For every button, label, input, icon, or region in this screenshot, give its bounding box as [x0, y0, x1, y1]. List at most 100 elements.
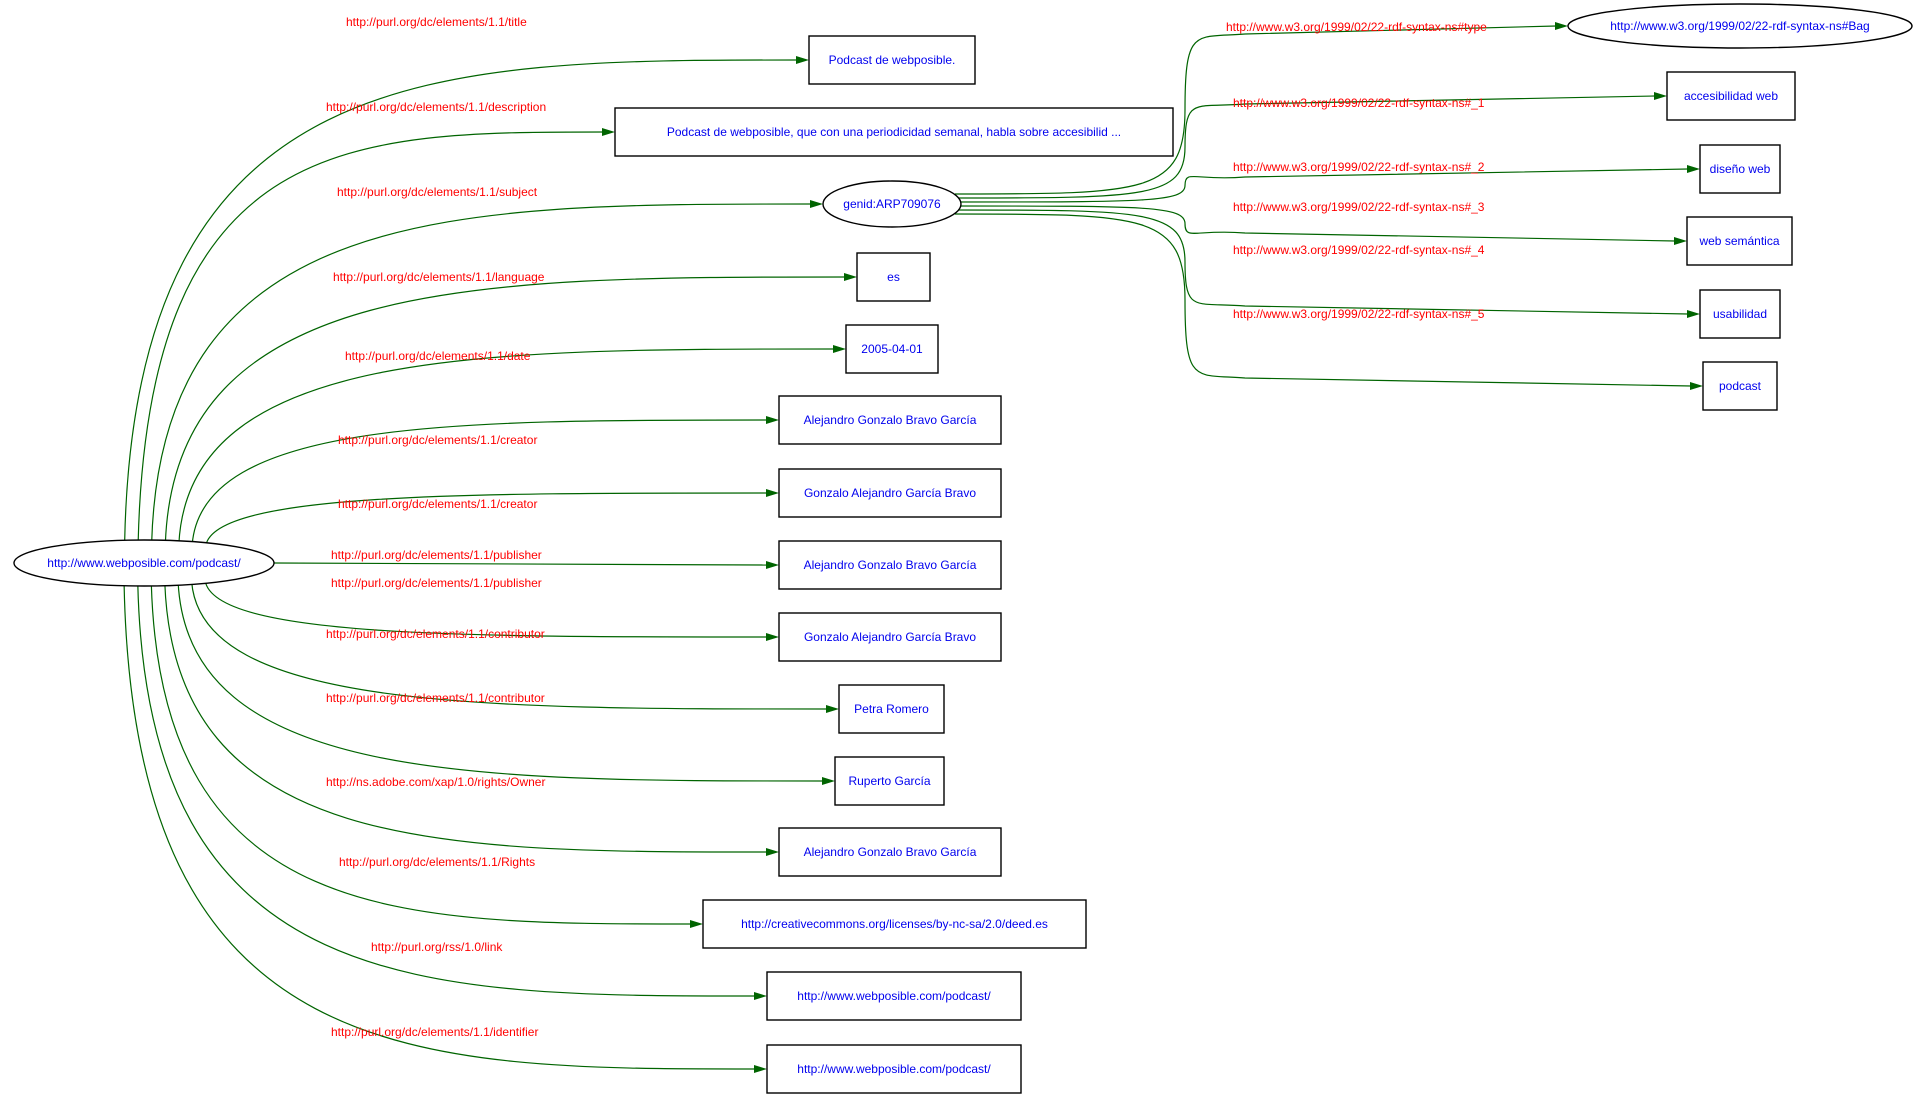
arrowhead-icon [690, 920, 703, 928]
edge-label: http://www.w3.org/1999/02/22-rdf-syntax-… [1233, 96, 1485, 110]
node-rights[interactable]: http://creativecommons.org/licenses/by-n… [702, 899, 1087, 949]
edge-root-owner: http://ns.adobe.com/xap/1.0/rights/Owner [164, 583, 779, 856]
node-label: Gonzalo Alejandro García Bravo [804, 630, 976, 644]
arrowhead-icon [844, 273, 857, 281]
node-label: Alejandro Gonzalo Bravo García [804, 413, 977, 427]
node-label: http://creativecommons.org/licenses/by-n… [741, 917, 1048, 931]
node-item3[interactable]: web semántica [1686, 216, 1793, 266]
edge-label: http://purl.org/dc/elements/1.1/creator [338, 497, 537, 511]
arrowhead-icon [1555, 22, 1568, 30]
edge-line [954, 213, 1692, 387]
node-label: Ruperto García [848, 774, 930, 788]
node-label: usabilidad [1713, 307, 1767, 321]
edge-label: http://ns.adobe.com/xap/1.0/rights/Owner [326, 775, 545, 789]
node-identifier[interactable]: http://www.webposible.com/podcast/ [766, 1044, 1022, 1094]
edge-root-identifier: http://purl.org/dc/elements/1.1/identifi… [123, 585, 767, 1073]
node-root[interactable]: http://www.webposible.com/podcast/ [13, 539, 275, 587]
node-label: 2005-04-01 [861, 342, 923, 356]
node-link[interactable]: http://www.webposible.com/podcast/ [766, 971, 1022, 1021]
edge-label: http://purl.org/dc/elements/1.1/identifi… [331, 1025, 538, 1039]
edge-label: http://www.w3.org/1999/02/22-rdf-syntax-… [1233, 200, 1485, 214]
edge-label: http://www.w3.org/1999/02/22-rdf-syntax-… [1233, 160, 1485, 174]
edge-line [124, 59, 798, 541]
node-label: Gonzalo Alejandro García Bravo [804, 486, 976, 500]
arrowhead-icon [602, 128, 615, 136]
node-label: diseño web [1710, 162, 1771, 176]
arrowhead-icon [810, 200, 823, 208]
arrowhead-icon [822, 777, 835, 785]
edge-line [151, 203, 812, 543]
node-ellipse [13, 539, 275, 587]
node-label: http://www.webposible.com/podcast/ [797, 989, 991, 1003]
edge-label: http://www.w3.org/1999/02/22-rdf-syntax-… [1233, 243, 1485, 257]
node-description[interactable]: Podcast de webposible, que con una perio… [614, 107, 1174, 157]
edge-line [954, 95, 1656, 199]
edge-root-publisher2: http://purl.org/dc/elements/1.1/publishe… [204, 576, 779, 641]
node-contributor1[interactable]: Petra Romero [838, 684, 945, 734]
node-contributor2[interactable]: Ruperto García [834, 756, 945, 806]
edge-line [123, 585, 756, 1070]
node-item4[interactable]: usabilidad [1699, 289, 1781, 339]
node-box [1699, 144, 1781, 194]
node-box [856, 252, 931, 302]
edge-root-date: http://purl.org/dc/elements/1.1/date [178, 345, 846, 544]
edge-root-language: http://purl.org/dc/elements/1.1/language [164, 270, 857, 543]
node-label: accesibilidad web [1684, 89, 1778, 103]
node-box [766, 1044, 1022, 1094]
edge-genid-item2: http://www.w3.org/1999/02/22-rdf-syntax-… [954, 160, 1700, 203]
node-item2[interactable]: diseño web [1699, 144, 1781, 194]
node-label: es [887, 270, 900, 284]
edge-line [954, 25, 1557, 195]
node-language[interactable]: es [856, 252, 931, 302]
edge-line [205, 492, 768, 546]
edge-label: http://purl.org/dc/elements/1.1/contribu… [326, 627, 545, 641]
node-item1[interactable]: accesibilidad web [1666, 71, 1796, 121]
node-box [766, 971, 1022, 1021]
node-bag[interactable]: http://www.w3.org/1999/02/22-rdf-syntax-… [1567, 3, 1913, 49]
edge-label: http://www.w3.org/1999/02/22-rdf-syntax-… [1226, 20, 1487, 34]
edge-line [137, 131, 604, 542]
node-label: Alejandro Gonzalo Bravo García [804, 845, 977, 859]
node-creator2[interactable]: Gonzalo Alejandro García Bravo [778, 468, 1002, 518]
edge-genid-item1: http://www.w3.org/1999/02/22-rdf-syntax-… [954, 92, 1667, 199]
node-box [614, 107, 1174, 157]
edge-line [177, 582, 824, 782]
edge-label: http://purl.org/dc/elements/1.1/language [333, 270, 545, 284]
arrowhead-icon [766, 848, 779, 856]
arrowhead-icon [826, 705, 839, 713]
edge-label: http://purl.org/dc/elements/1.1/Rights [339, 855, 535, 869]
edge-label: http://www.w3.org/1999/02/22-rdf-syntax-… [1233, 307, 1485, 321]
node-label: Podcast de webposible, que con una perio… [667, 125, 1121, 139]
edge-root-genid: http://purl.org/dc/elements/1.1/subject [151, 185, 823, 543]
edge-line [191, 419, 768, 545]
node-creator1[interactable]: Alejandro Gonzalo Bravo García [778, 395, 1002, 445]
edge-label: http://purl.org/dc/elements/1.1/subject [337, 185, 538, 199]
edge-label: http://purl.org/dc/elements/1.1/date [345, 349, 531, 363]
node-box [1686, 216, 1793, 266]
node-publisher1[interactable]: Alejandro Gonzalo Bravo García [778, 540, 1002, 590]
node-owner[interactable]: Alejandro Gonzalo Bravo García [778, 827, 1002, 877]
edge-genid-item5: http://www.w3.org/1999/02/22-rdf-syntax-… [954, 213, 1703, 390]
arrowhead-icon [754, 1065, 767, 1073]
arrowhead-icon [833, 345, 846, 353]
node-label: podcast [1719, 379, 1762, 393]
node-genid[interactable]: genid:ARP709076 [822, 180, 962, 228]
edge-root-creator1: http://purl.org/dc/elements/1.1/creator [191, 416, 779, 545]
node-date[interactable]: 2005-04-01 [845, 324, 939, 374]
arrowhead-icon [766, 561, 779, 569]
node-item5[interactable]: podcast [1702, 361, 1778, 411]
node-title[interactable]: Podcast de webposible. [808, 35, 976, 85]
node-box [778, 612, 1002, 662]
node-publisher2[interactable]: Gonzalo Alejandro García Bravo [778, 612, 1002, 662]
edge-line [954, 205, 1676, 242]
edge-label: http://purl.org/dc/elements/1.1/publishe… [331, 548, 542, 562]
edge-root-contributor2: http://purl.org/dc/elements/1.1/contribu… [177, 582, 835, 785]
node-label: http://www.webposible.com/podcast/ [797, 1062, 991, 1076]
node-label: Alejandro Gonzalo Bravo García [804, 558, 977, 572]
edge-line [954, 168, 1689, 203]
edge-line [191, 581, 828, 710]
edge-line [954, 209, 1689, 315]
arrowhead-icon [1654, 92, 1667, 100]
node-box [808, 35, 976, 85]
